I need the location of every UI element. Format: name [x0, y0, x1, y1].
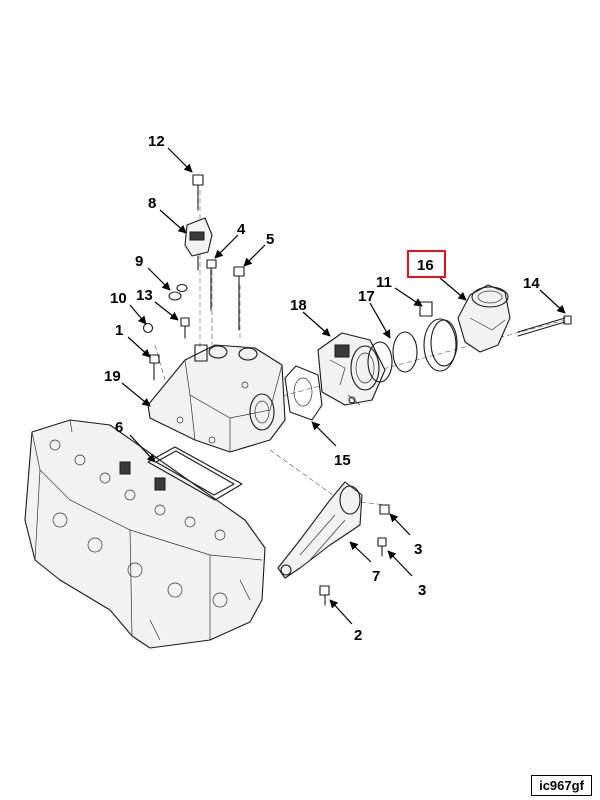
- callout-18[interactable]: 18: [290, 297, 307, 314]
- cylinder-head: [24, 419, 266, 649]
- washer-9: [168, 283, 188, 301]
- gasket-6: [147, 446, 243, 501]
- reference-code: ic967gf: [539, 778, 584, 793]
- bolt-5: [233, 266, 245, 331]
- callout-2[interactable]: 2: [354, 627, 362, 644]
- callout-3-lower[interactable]: 3: [418, 582, 426, 599]
- callout-4[interactable]: 4: [237, 221, 246, 238]
- bolt-3-upper: [379, 504, 390, 515]
- callout-3-upper[interactable]: 3: [414, 541, 422, 558]
- callout-14[interactable]: 14: [523, 275, 540, 292]
- callout-12[interactable]: 12: [148, 133, 165, 150]
- bolt-4: [206, 259, 217, 311]
- bolt-3-lower: [377, 537, 387, 557]
- callout-11[interactable]: 11: [376, 274, 392, 291]
- callout-17[interactable]: 17: [358, 288, 375, 305]
- callout-19[interactable]: 19: [104, 368, 121, 385]
- callout-10[interactable]: 10: [110, 290, 127, 307]
- callout-1[interactable]: 1: [115, 322, 123, 339]
- callout-13[interactable]: 13: [136, 287, 153, 304]
- throttle-valve-18: [317, 332, 386, 406]
- callout-9[interactable]: 9: [135, 253, 143, 270]
- callout-7[interactable]: 7: [372, 568, 380, 585]
- sensor-8: [184, 217, 213, 271]
- elbow-connection-16: [457, 284, 511, 353]
- bolt-2: [319, 585, 330, 606]
- callout-labels: 12 8 4 5 9 11 14 13 10 17 18 1 19 6 15 3…: [104, 133, 540, 644]
- bolt-14: [517, 315, 572, 337]
- bolt-12: [192, 174, 204, 211]
- callout-5[interactable]: 5: [266, 231, 274, 248]
- leader-arrows: [121, 147, 566, 625]
- clamp-11: [419, 301, 458, 372]
- callout-6[interactable]: 6: [115, 419, 123, 436]
- callout-16-highlight-box: [407, 250, 446, 278]
- stud-13: [180, 317, 190, 339]
- intake-housing-19: [147, 344, 286, 453]
- nut-10: [142, 322, 154, 334]
- bracket-7: [277, 481, 363, 579]
- callout-8[interactable]: 8: [148, 195, 156, 212]
- o-ring-17: [367, 331, 418, 383]
- callout-15[interactable]: 15: [334, 452, 351, 469]
- callout-16[interactable]: 16: [417, 257, 434, 274]
- bolt-1: [149, 354, 160, 381]
- reference-code-box: ic967gf: [531, 775, 592, 796]
- gasket-15: [284, 365, 323, 421]
